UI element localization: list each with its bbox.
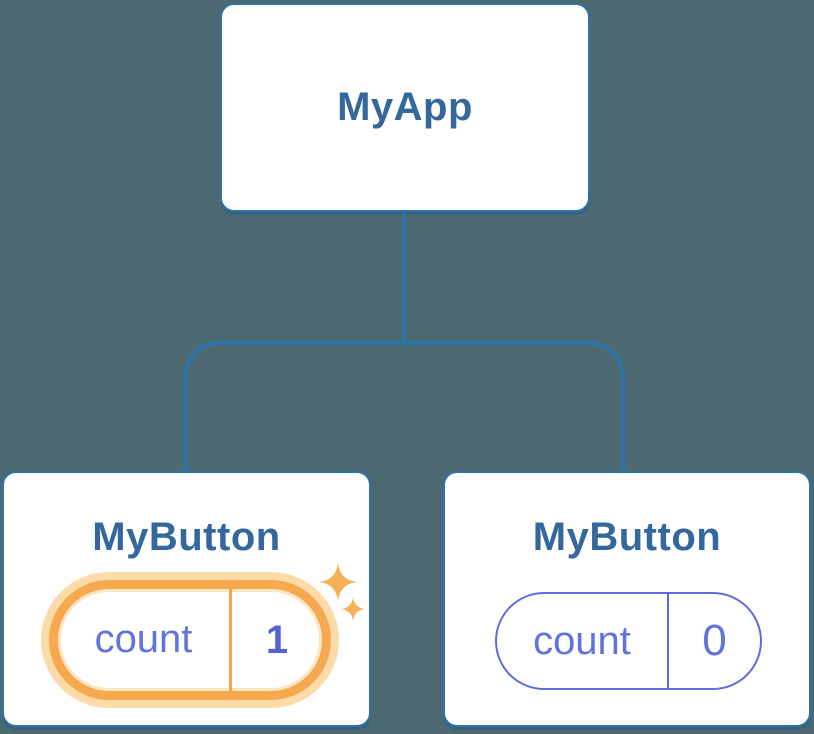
node-label-mybutton-1: MyButton <box>92 515 281 559</box>
sparkle-icon <box>341 597 365 621</box>
tree-connector-bracket <box>183 341 625 471</box>
component-node-myapp: MyApp <box>220 3 590 212</box>
state-name-cell: count <box>497 594 669 688</box>
state-value-cell: 1 <box>232 589 322 691</box>
state-name-label: count <box>533 618 631 663</box>
sparkle-icon <box>319 563 357 601</box>
component-node-mybutton-1: MyButton count 1 <box>2 471 371 727</box>
tree-connector-stem <box>402 213 406 343</box>
state-value: 1 <box>265 617 289 662</box>
component-node-mybutton-2: MyButton count 0 <box>443 471 811 727</box>
node-label-myapp: MyApp <box>337 85 473 129</box>
state-name-cell: count <box>58 589 232 691</box>
state-value-cell: 0 <box>669 594 760 688</box>
state-pill-highlighted: count 1 <box>49 580 331 700</box>
state-pill: count 0 <box>495 592 762 690</box>
state-name-label: count <box>94 616 193 661</box>
node-label-mybutton-2: MyButton <box>532 515 722 559</box>
state-value: 0 <box>702 616 727 665</box>
